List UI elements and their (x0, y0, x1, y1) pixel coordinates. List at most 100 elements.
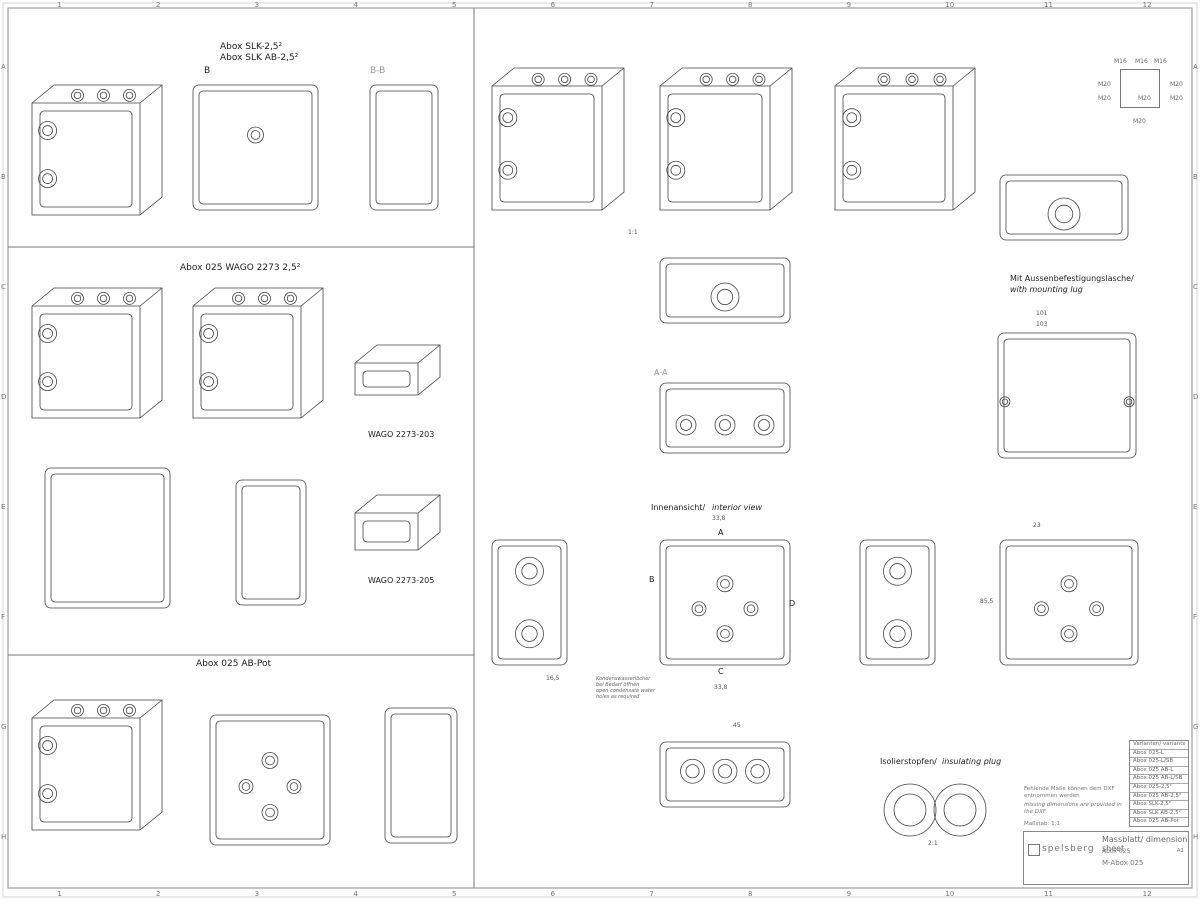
grid-row-label: D (1193, 393, 1199, 401)
grid-column-label: 1 (57, 890, 62, 898)
grid-column-label: 10 (945, 890, 955, 898)
entry-bottom: M20 (1133, 118, 1146, 125)
wago-205-connector (354, 494, 441, 551)
note-en: missing dimensions are provided in the D… (1024, 802, 1122, 815)
box-wago-perspective-1 (31, 287, 163, 419)
entry-top-2: M16 (1135, 58, 1148, 65)
grid-column-label: 6 (550, 1, 556, 9)
box-slk-section (369, 84, 439, 211)
entry-right-1: M20 (1170, 81, 1183, 88)
wago-205-label: WAGO 2273-205 (368, 576, 435, 585)
box-lid-perspective (491, 67, 625, 211)
box-interior-view (659, 539, 791, 666)
box-pot-section (384, 707, 458, 844)
variants-table: Varianten/ variants Abox 025-L Abox 025-… (1129, 740, 1189, 827)
grid-column-label: 4 (353, 1, 358, 9)
grid-column-label: 8 (748, 1, 753, 9)
plug-en: insulating plug (942, 757, 1002, 766)
scale-note: Maßstab: 1:1 (1024, 821, 1060, 827)
entry-left-2: M20 (1098, 95, 1111, 102)
dim-interior-width: 33,8 (712, 515, 726, 522)
section1-title-line2: Abox SLK AB-2,5² (220, 53, 299, 63)
grid-row-label: A (1193, 63, 1198, 71)
grid-column-label: 12 (1142, 1, 1152, 9)
grid-row-label: E (1, 503, 6, 511)
section3-title: Abox 025 AB-Pot (196, 659, 272, 669)
section2-title: Abox 025 WAGO 2273 2,5² (180, 263, 301, 273)
variant-item: Abox 025 AB-2,5² (1130, 793, 1188, 802)
grid-row-label: F (1193, 613, 1198, 621)
section-aa-label: A-A (654, 368, 668, 377)
condensate-note: Kondenswasserlöcher bei Bedarf öffnen op… (596, 676, 656, 700)
marker-a: A (718, 528, 724, 537)
box-open-perspective (659, 67, 793, 211)
plug-de: Isolierstopfen/ (880, 757, 937, 766)
grid-row-label: B (1193, 173, 1198, 181)
variant-item: Abox 025 AB-L (1130, 767, 1188, 776)
grid-column-label: 5 (452, 890, 457, 898)
box-slk-front (192, 84, 319, 211)
variant-item: Abox 025-L (1130, 750, 1188, 759)
variant-item: Abox SLK-2,5² (1130, 801, 1188, 810)
box-bottom-view (659, 741, 791, 808)
insulating-plug (883, 783, 987, 837)
grid-row-label: G (1, 723, 7, 731)
company-logo-icon (1028, 844, 1040, 856)
sheet-title: Massblatt/ dimension sheet (1102, 835, 1188, 853)
box-pot-front (209, 714, 331, 846)
box-wago-section (235, 479, 307, 606)
grid-column-label: 2 (156, 1, 161, 9)
section1-title-line1: Abox SLK-2,5² (220, 42, 283, 52)
grid-row-label: E (1193, 503, 1198, 511)
variant-item: Abox SLK AB-2,5² (1130, 810, 1188, 819)
entry-top-1: M16 (1114, 58, 1127, 65)
dim-45: 45 (733, 722, 741, 729)
grid-column-label: 11 (1044, 890, 1053, 898)
section-marker-b: B (204, 66, 211, 76)
grid-row-label: H (1193, 833, 1199, 841)
grid-column-label: 5 (452, 1, 457, 9)
interior-view-en: interior view (712, 503, 763, 512)
grid-column-label: 7 (649, 1, 654, 9)
grid-column-label: 3 (254, 890, 260, 898)
wago-203-connector (354, 344, 441, 396)
grid-row-label: B (1, 173, 6, 181)
grid-row-label: C (1193, 283, 1198, 291)
section-bb-label: B-B (370, 66, 386, 76)
variant-item: Abox 025-L/SB (1130, 758, 1188, 767)
box-left-view (491, 539, 568, 666)
box-slk-perspective (31, 84, 163, 216)
wago-203-label: WAGO 2273-203 (368, 430, 435, 439)
interior-view-de: Innenansicht/ (651, 503, 706, 512)
grid-column-label: 4 (353, 890, 358, 898)
drawing-number: M-Abox 025 (1102, 859, 1144, 867)
company-name: spelsberg (1042, 844, 1095, 854)
grid-column-label: 1 (57, 1, 62, 9)
box-side-view (659, 257, 791, 324)
box-interior-dimensioned (999, 539, 1139, 666)
grid-row-label: C (1, 283, 6, 291)
title-block: spelsberg Massblatt/ dimension sheet Abo… (1023, 831, 1189, 885)
grid-column-label: 9 (846, 890, 852, 898)
entry-right-2: M20 (1170, 95, 1183, 102)
grid-column-label: 11 (1044, 1, 1053, 9)
dim-103: 103 (1036, 321, 1048, 328)
entry-left-1: M20 (1098, 81, 1111, 88)
box-wago-front (44, 467, 171, 609)
dim-85-5: 85,5 (980, 598, 994, 605)
entry-top-3: M16 (1154, 58, 1167, 65)
scale-label: 1:1 (628, 229, 638, 236)
grid-column-label: 2 (156, 890, 161, 898)
grid-column-label: 6 (550, 890, 556, 898)
marker-c: C (718, 667, 724, 676)
box-right-view (859, 539, 936, 666)
grid-column-label: 10 (945, 1, 955, 9)
plug-scale: 2:1 (928, 840, 938, 847)
box-lug-top (997, 332, 1137, 459)
mounting-lug-en: with mounting lug (1010, 285, 1083, 294)
variant-item: Abox 025 AB-Pot (1133, 818, 1179, 825)
box-section-aa (659, 382, 791, 454)
grid-column-label: 9 (846, 1, 852, 9)
grid-row-label: D (1, 393, 7, 401)
box-lug-side (999, 174, 1129, 241)
